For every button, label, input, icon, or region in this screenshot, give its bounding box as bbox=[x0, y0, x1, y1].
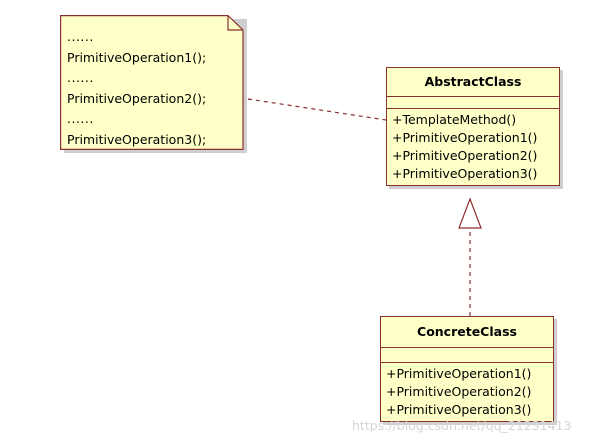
note-text: ...... PrimitiveOperation1(); ...... Pri… bbox=[67, 27, 206, 150]
concrete-class-operations: +PrimitiveOperation1() +PrimitiveOperati… bbox=[381, 363, 553, 421]
note-line: PrimitiveOperation3(); bbox=[67, 131, 207, 147]
note: ...... PrimitiveOperation1(); ...... Pri… bbox=[60, 15, 247, 153]
operation: +PrimitiveOperation1() bbox=[392, 130, 538, 145]
note-line: ...... bbox=[67, 29, 94, 44]
note-line: PrimitiveOperation1(); bbox=[67, 49, 207, 65]
operation: +PrimitiveOperation2() bbox=[386, 384, 532, 399]
realization-arrowhead bbox=[458, 197, 482, 229]
concrete-class-name: ConcreteClass bbox=[381, 317, 553, 348]
operation: +PrimitiveOperation3() bbox=[392, 166, 538, 181]
abstract-class-attributes bbox=[387, 97, 559, 109]
operation: +PrimitiveOperation3() bbox=[386, 402, 532, 417]
operation: +PrimitiveOperation1() bbox=[386, 366, 532, 381]
operation: +PrimitiveOperation2() bbox=[392, 148, 538, 163]
note-shape bbox=[60, 15, 247, 153]
concrete-class-box: ConcreteClass +PrimitiveOperation1() +Pr… bbox=[380, 316, 554, 422]
abstract-class-box: AbstractClass +TemplateMethod() +Primiti… bbox=[386, 67, 560, 186]
note-line: PrimitiveOperation2(); bbox=[67, 90, 207, 106]
note-line: ...... bbox=[67, 111, 94, 126]
abstract-class-operations: +TemplateMethod() +PrimitiveOperation1()… bbox=[387, 109, 559, 185]
watermark: https://blog.csdn.net/qq_21231413 bbox=[352, 418, 572, 433]
concrete-class-attributes bbox=[381, 348, 553, 363]
operation: +TemplateMethod() bbox=[392, 112, 517, 127]
abstract-class-name: AbstractClass bbox=[387, 68, 559, 97]
note-link-line bbox=[247, 98, 387, 121]
note-line: ...... bbox=[67, 70, 94, 85]
